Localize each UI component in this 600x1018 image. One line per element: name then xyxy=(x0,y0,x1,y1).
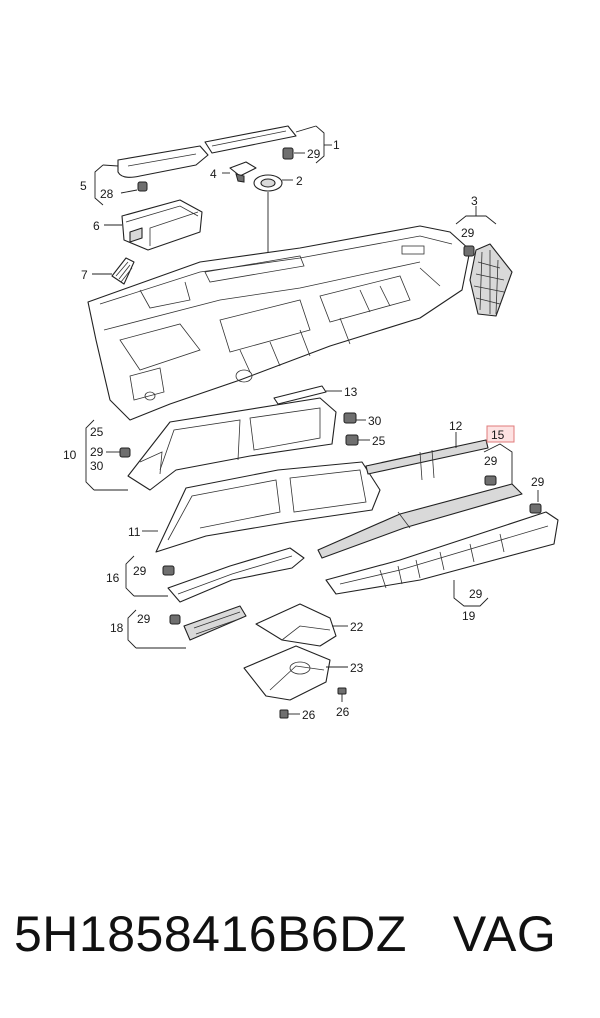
callout-29-right: 29 xyxy=(531,475,545,489)
callout-29-lower-left: 29 xyxy=(133,564,147,578)
callout-30-left: 30 xyxy=(90,459,104,473)
part-3-side-grille xyxy=(469,243,513,317)
callout-10: 10 xyxy=(63,448,77,462)
callout-25-right: 25 xyxy=(372,434,386,448)
callout-30-right: 30 xyxy=(368,414,382,428)
callout-5: 5 xyxy=(80,179,87,193)
part-5-upper-cover xyxy=(117,145,209,178)
callout-15-highlight xyxy=(486,425,515,443)
callout-23: 23 xyxy=(350,661,364,675)
footer-caption: 5H1858416B6DZ VAG xyxy=(14,905,594,975)
callout-12: 12 xyxy=(449,419,463,433)
part-6-airbag-unit xyxy=(121,199,203,251)
part-7-side-vent xyxy=(111,257,135,285)
clip-28 xyxy=(137,181,148,192)
callout-29-bottom-right: 29 xyxy=(469,587,483,601)
callout-16: 16 xyxy=(106,571,120,585)
clip-29-left xyxy=(119,447,131,458)
callout-29-top: 29 xyxy=(307,147,321,161)
exploded-parts-diagram: 1 29 5 28 4 2 6 7 xyxy=(63,125,559,722)
callout-28: 28 xyxy=(100,187,114,201)
callout-bracket-5 xyxy=(94,164,119,206)
clip-29-grille xyxy=(463,245,475,257)
part-23-column-cover-lower xyxy=(243,645,331,701)
callout-29-grille: 29 xyxy=(461,226,475,240)
part-10-instrument-trim xyxy=(127,397,337,491)
part-11-display-trim xyxy=(155,461,381,553)
callout-bracket-10 xyxy=(85,419,128,491)
callout-19: 19 xyxy=(462,609,476,623)
callout-bracket-1 xyxy=(295,125,332,164)
clip-29-lower xyxy=(169,614,181,625)
brand-label: VAG xyxy=(452,906,557,962)
clip-29-mid xyxy=(484,475,497,486)
part-1-cover-strip xyxy=(204,125,297,154)
part-2-speaker xyxy=(253,174,283,192)
part-12-rail xyxy=(365,439,489,481)
callout-26-right: 26 xyxy=(336,705,350,719)
callout-bracket-18 xyxy=(127,609,186,649)
callout-2: 2 xyxy=(296,174,303,188)
part-22-column-cover-upper xyxy=(255,603,337,647)
part-19-lower-vent-strip xyxy=(325,511,559,595)
clip-25-right xyxy=(345,434,359,446)
callout-4: 4 xyxy=(210,167,217,181)
callout-26-left: 26 xyxy=(302,708,316,722)
callout-bracket-19 xyxy=(453,580,489,607)
callout-3: 3 xyxy=(471,194,478,208)
callout-13: 13 xyxy=(344,385,358,399)
callout-29-left: 29 xyxy=(90,445,104,459)
callout-29-mid: 29 xyxy=(484,454,498,468)
callout-1: 1 xyxy=(333,138,340,152)
callout-22: 22 xyxy=(350,620,364,634)
clip-30-right xyxy=(343,412,357,424)
callout-15: 15 xyxy=(491,428,505,442)
clip-29-lower-left xyxy=(162,565,175,576)
callout-6: 6 xyxy=(93,219,100,233)
dashboard-main-panel xyxy=(87,225,471,421)
callout-bracket-3 xyxy=(455,206,497,225)
callout-11: 11 xyxy=(128,525,141,539)
part-number: 5H1858416B6DZ xyxy=(14,906,407,962)
part-13-trim-strip xyxy=(273,385,327,405)
callout-25-left: 25 xyxy=(90,425,104,439)
part-4-speaker-grille xyxy=(229,161,257,183)
callout-29-lower: 29 xyxy=(137,612,151,626)
clip-29-right xyxy=(529,503,542,514)
screw-26-left xyxy=(279,709,289,719)
part-16-lower-trim xyxy=(167,547,305,603)
part-15-trim-strip xyxy=(317,483,523,559)
screw-26-right xyxy=(337,687,347,702)
clip-29-top xyxy=(282,147,294,160)
part-18-small-vent xyxy=(183,605,247,641)
callout-bracket-16 xyxy=(125,555,168,597)
callout-bracket-15 xyxy=(483,443,513,490)
callout-7: 7 xyxy=(81,268,88,282)
callout-18: 18 xyxy=(110,621,124,635)
